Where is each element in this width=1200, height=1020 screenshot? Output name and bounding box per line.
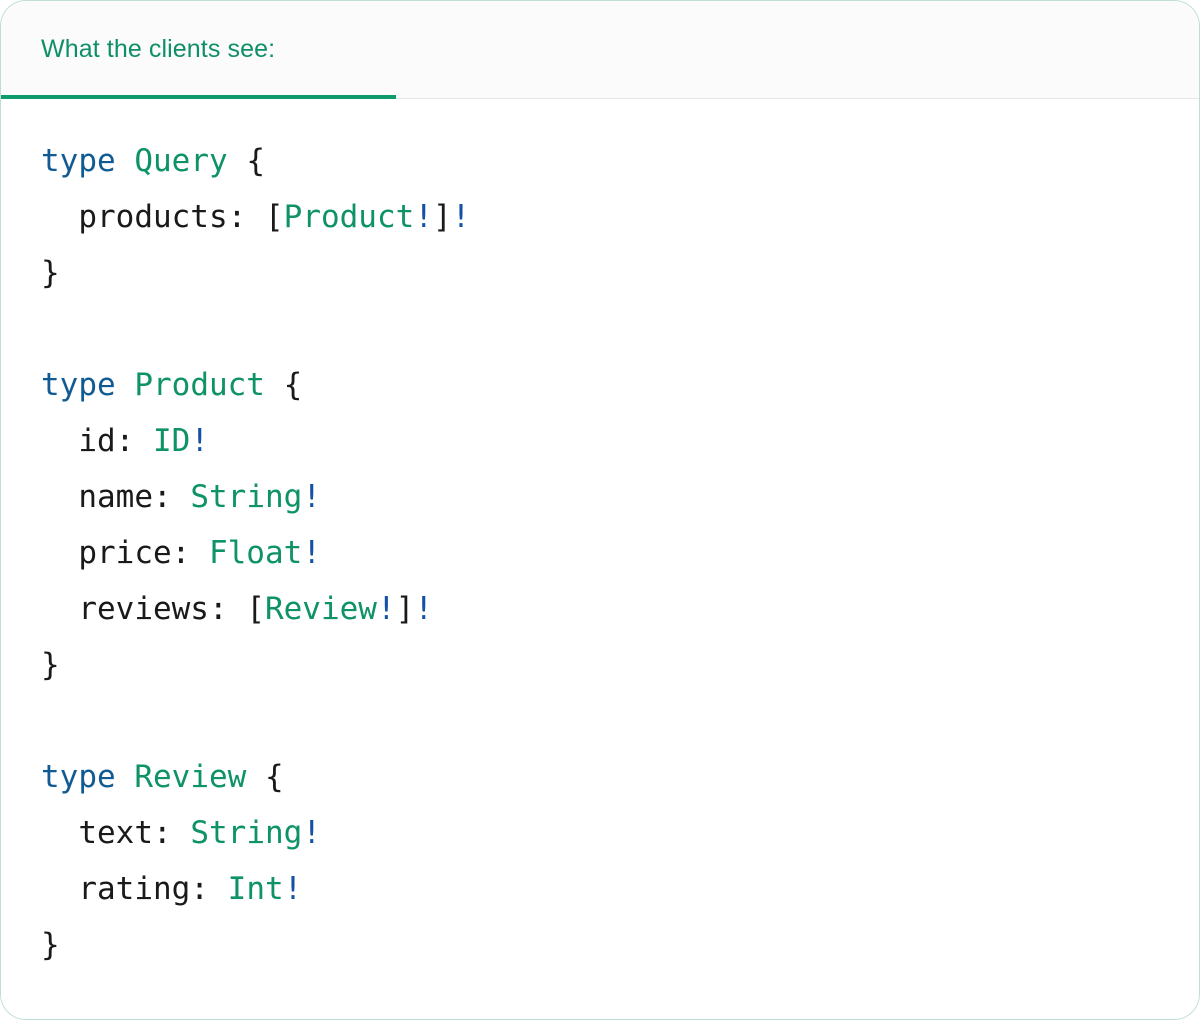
graphql-schema-code[interactable]: type Query { products: [Product!]!}type …: [41, 133, 1159, 973]
code-token-type: Product: [134, 367, 265, 403]
code-token-plain: [172, 479, 191, 515]
code-token-type: Query: [134, 143, 228, 179]
code-token-punct: {: [246, 143, 265, 179]
code-token-punct: ]: [432, 199, 452, 235]
code-line: rating: Int!: [41, 861, 1159, 917]
code-token-field: text:: [78, 815, 172, 851]
code-panel: type Query { products: [Product!]!}type …: [1, 99, 1199, 1019]
tab-label: What the clients see:: [41, 35, 276, 63]
code-token-bang: !: [302, 815, 321, 851]
code-token-bang: !: [451, 199, 471, 235]
code-line: price: Float!: [41, 525, 1159, 581]
code-line: products: [Product!]!: [41, 189, 1159, 245]
code-token-bang: !: [414, 591, 433, 627]
code-token-plain: [246, 759, 265, 795]
code-token-plain: [41, 871, 78, 907]
code-blank-line: [41, 301, 1159, 357]
code-line: id: ID!: [41, 413, 1159, 469]
code-token-punct: [: [246, 591, 265, 627]
code-token-plain: [116, 367, 135, 403]
code-line: type Product {: [41, 357, 1159, 413]
code-token-plain: [41, 535, 78, 571]
code-token-bang: !: [414, 199, 433, 235]
code-token-plain: [228, 591, 247, 627]
code-token-plain: [209, 871, 228, 907]
code-token-plain: [172, 815, 191, 851]
code-token-type: Float: [208, 535, 303, 571]
code-line: }: [41, 637, 1159, 693]
code-token-plain: [116, 759, 135, 795]
code-token-punct: }: [41, 927, 60, 963]
code-token-plain: [246, 199, 265, 235]
code-token-plain: [41, 591, 78, 627]
tab-what-the-clients-see[interactable]: What the clients see:: [1, 1, 396, 99]
code-token-type: Int: [227, 871, 284, 907]
code-token-type: String: [190, 815, 303, 851]
code-token-bang: !: [190, 423, 209, 459]
code-token-bang: !: [283, 871, 303, 907]
code-line: name: String!: [41, 469, 1159, 525]
code-token-type: Product: [283, 199, 415, 235]
code-token-field: id:: [78, 423, 135, 459]
code-token-bang: !: [376, 591, 396, 627]
code-blank-line: [41, 693, 1159, 749]
code-line: text: String!: [41, 805, 1159, 861]
code-token-plain: [190, 535, 209, 571]
code-token-plain: [41, 199, 78, 235]
active-tab-underline: [1, 95, 396, 99]
code-token-punct: }: [41, 255, 60, 291]
code-token-plain: [116, 143, 135, 179]
code-token-bang: !: [302, 535, 321, 571]
code-token-punct: ]: [395, 591, 415, 627]
code-token-punct: {: [264, 759, 284, 795]
code-token-field: name:: [78, 479, 172, 515]
tab-bar: What the clients see:: [1, 1, 1199, 99]
code-token-plain: [265, 367, 284, 403]
code-token-plain: [228, 143, 247, 179]
code-token-field: products:: [78, 199, 247, 235]
code-token-plain: [41, 479, 78, 515]
code-token-type: String: [190, 479, 303, 515]
code-line: }: [41, 245, 1159, 301]
code-token-kw: type: [41, 143, 116, 179]
code-token-punct: }: [41, 647, 60, 683]
code-token-kw: type: [41, 759, 116, 795]
code-token-plain: [41, 815, 78, 851]
code-line: type Review {: [41, 749, 1159, 805]
code-token-type: ID: [153, 423, 191, 459]
code-line: }: [41, 917, 1159, 973]
code-line: reviews: [Review!]!: [41, 581, 1159, 637]
code-token-field: rating:: [78, 871, 209, 907]
code-token-field: price:: [78, 535, 191, 571]
code-line: type Query {: [41, 133, 1159, 189]
code-token-field: reviews:: [78, 591, 228, 627]
code-token-punct: [: [264, 199, 284, 235]
code-token-kw: type: [41, 367, 116, 403]
code-token-type: Review: [264, 591, 377, 627]
code-token-bang: !: [302, 479, 321, 515]
code-token-punct: {: [283, 367, 303, 403]
code-token-plain: [41, 423, 78, 459]
code-token-type: Review: [134, 759, 247, 795]
code-token-plain: [134, 423, 153, 459]
